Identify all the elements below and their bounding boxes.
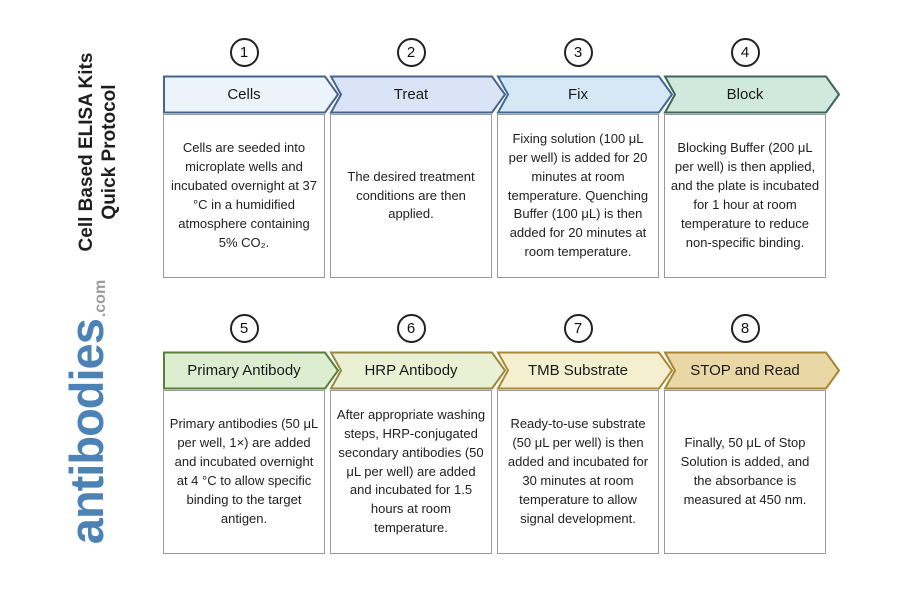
step-7-number-badge: 7 — [563, 314, 593, 343]
step-2: 2 Treat The desired treatment conditions… — [329, 38, 507, 278]
step-6-number-badge: 6 — [396, 314, 426, 343]
step-5-number-badge: 5 — [229, 314, 259, 343]
logo-wordmark: antibodies — [60, 319, 113, 545]
step-4: 4 Block Blocking Buffer (200 μL per well… — [663, 38, 841, 278]
step-3-description-box: Fixing solution (100 μL per well) is add… — [497, 114, 659, 278]
step-5-description: Primary antibodies (50 μL per well, 1×) … — [169, 416, 319, 526]
step-7: 7 TMB Substrate Ready-to-use substrate (… — [496, 314, 674, 554]
arrow-banner-shape — [663, 75, 841, 114]
step-8: 8 STOP and Read Finally, 50 μL of Stop S… — [663, 314, 841, 554]
step-8-label: STOP and Read — [690, 362, 800, 379]
arrow-banner-shape — [663, 351, 841, 390]
step-6-description-box: After appropriate washing steps, HRP-con… — [330, 390, 492, 554]
arrow-banner-shape — [496, 351, 674, 390]
step-3-banner: Fix — [496, 75, 674, 114]
step-5-label: Primary Antibody — [187, 362, 301, 379]
step-5-description-box: Primary antibodies (50 μL per well, 1×) … — [163, 390, 325, 554]
step-3-number: 3 — [573, 44, 583, 61]
step-2-description: The desired treatment conditions are the… — [347, 168, 475, 222]
step-8-description-box: Finally, 50 μL of Stop Solution is added… — [664, 390, 826, 554]
arrow-banner-shape — [329, 351, 507, 390]
step-2-number: 2 — [406, 44, 416, 61]
step-2-label: Treat — [393, 86, 429, 103]
step-1-label: Cells — [227, 86, 261, 103]
step-4-description-box: Blocking Buffer (200 μL per well) is the… — [664, 114, 826, 278]
step-4-number-badge: 4 — [730, 38, 760, 67]
antibodies-logo: antibodies.com — [56, 267, 113, 557]
step-6-label: HRP Antibody — [364, 362, 458, 379]
step-1-number-badge: 1 — [229, 38, 259, 67]
step-4-label: Block — [726, 86, 764, 103]
logo-domain-suffix: .com — [91, 279, 109, 318]
step-6: 6 HRP Antibody After appropriate washing… — [329, 314, 507, 554]
step-2-number-badge: 2 — [396, 38, 426, 67]
step-7-description: Ready-to-use substrate (50 μL per well) … — [507, 416, 649, 526]
page-title: Cell Based ELISA Kits Quick Protocol — [75, 46, 121, 258]
step-1-description-box: Cells are seeded into microplate wells a… — [163, 114, 325, 278]
arrow-banner-shape — [163, 351, 340, 390]
step-8-number: 8 — [740, 320, 750, 337]
step-8-description: Finally, 50 μL of Stop Solution is added… — [680, 435, 810, 507]
page-title-line2: Quick Protocol — [99, 84, 120, 220]
step-7-number: 7 — [573, 320, 583, 337]
step-8-banner: STOP and Read — [663, 351, 841, 390]
protocol-row-1: 1 Cells Cells are seeded into microplate… — [163, 38, 841, 278]
step-1-banner: Cells — [163, 75, 340, 114]
arrow-banner-shape — [496, 75, 674, 114]
step-3-label: Fix — [568, 86, 588, 103]
step-6-description: After appropriate washing steps, HRP-con… — [336, 407, 486, 536]
step-1: 1 Cells Cells are seeded into microplate… — [163, 38, 340, 278]
step-4-number: 4 — [740, 44, 750, 61]
page-title-line1: Cell Based ELISA Kits — [76, 52, 97, 252]
step-7-description-box: Ready-to-use substrate (50 μL per well) … — [497, 390, 659, 554]
step-1-number: 1 — [239, 44, 249, 61]
step-5: 5 Primary Antibody Primary antibodies (5… — [163, 314, 340, 554]
step-6-banner: HRP Antibody — [329, 351, 507, 390]
step-3: 3 Fix Fixing solution (100 μL per well) … — [496, 38, 674, 278]
arrow-banner-shape — [329, 75, 507, 114]
step-7-banner: TMB Substrate — [496, 351, 674, 390]
step-4-banner: Block — [663, 75, 841, 114]
step-3-number-badge: 3 — [563, 38, 593, 67]
step-6-number: 6 — [406, 320, 416, 337]
step-3-description: Fixing solution (100 μL per well) is add… — [507, 131, 649, 260]
step-8-number-badge: 8 — [730, 314, 760, 343]
step-4-description: Blocking Buffer (200 μL per well) is the… — [670, 140, 820, 250]
protocol-row-2: 5 Primary Antibody Primary antibodies (5… — [163, 314, 841, 554]
step-7-label: TMB Substrate — [527, 362, 629, 379]
step-2-banner: Treat — [329, 75, 507, 114]
step-1-description: Cells are seeded into microplate wells a… — [171, 140, 317, 250]
step-5-number: 5 — [239, 320, 249, 337]
step-2-description-box: The desired treatment conditions are the… — [330, 114, 492, 278]
step-5-banner: Primary Antibody — [163, 351, 340, 390]
arrow-banner-shape — [163, 75, 340, 114]
